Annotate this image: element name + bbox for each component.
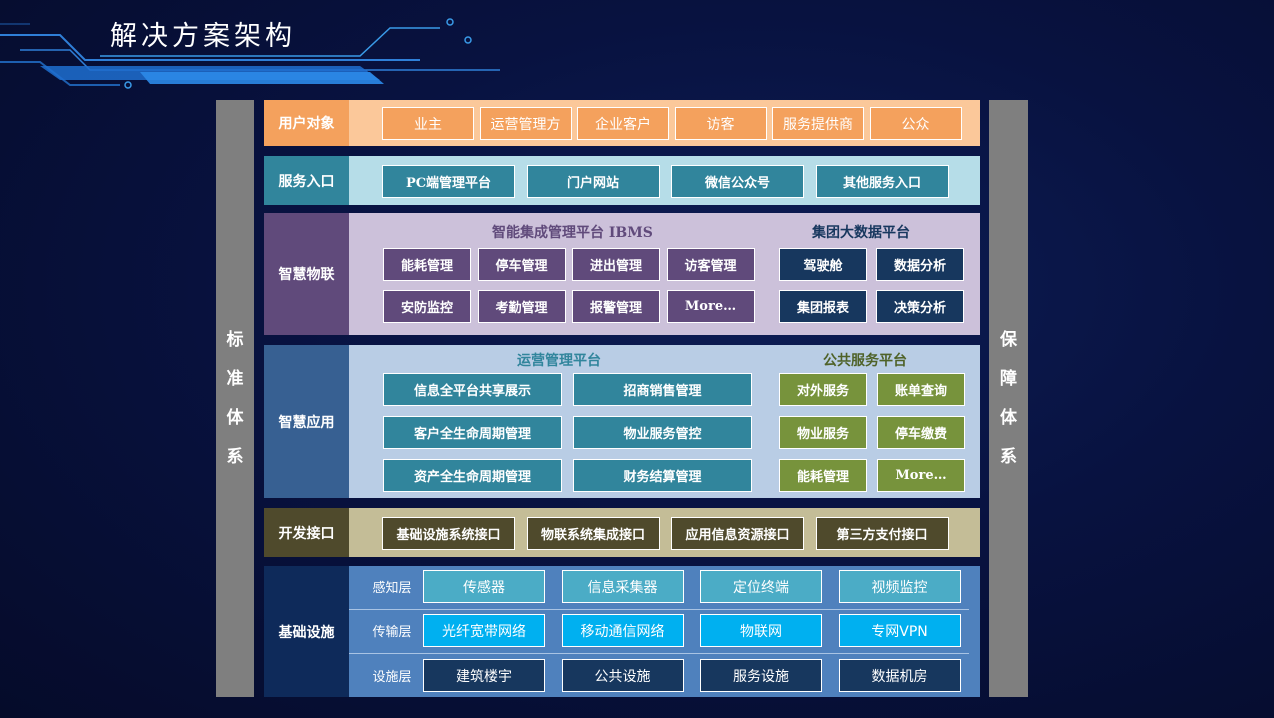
ops-item-box[interactable]: 财务结算管理	[573, 459, 752, 492]
bigdata-item-box[interactable]: 决策分析	[876, 290, 964, 323]
infra-item-box[interactable]: 数据机房	[838, 659, 961, 692]
row-label-app: 智慧应用	[264, 345, 349, 498]
public-item-box[interactable]: More…	[877, 459, 965, 492]
row-label-iot: 智慧物联	[264, 213, 349, 335]
public-item-box[interactable]: 账单查询	[877, 373, 965, 406]
public-item-box[interactable]: 停车缴费	[877, 416, 965, 449]
bigdata-item-box[interactable]: 驾驶舱	[779, 248, 867, 281]
assurance-system-char: 障	[1000, 368, 1017, 389]
ibms-title: 智能集成管理平台 IBMS	[492, 225, 653, 241]
ops-item-box[interactable]: 资产全生命周期管理	[383, 459, 562, 492]
assurance-system-char: 系	[1000, 446, 1017, 467]
ibms-item-box[interactable]: 进出管理	[572, 248, 660, 281]
infra-item-box[interactable]: 定位终端	[700, 570, 822, 603]
infra-item-box[interactable]: 公共设施	[561, 659, 684, 692]
public-item-box[interactable]: 对外服务	[779, 373, 867, 406]
title-decoration	[0, 18, 500, 89]
ops-item-box[interactable]: 招商销售管理	[573, 373, 752, 406]
ibms-item-box[interactable]: 停车管理	[477, 248, 566, 281]
dev-panel: 基础设施系统接口物联系统集成接口应用信息资源接口第三方支付接口	[349, 508, 980, 557]
service-entry-box[interactable]: 门户网站	[526, 165, 660, 198]
user-object-box[interactable]: 服务提供商	[772, 107, 864, 140]
infra-layer-label: 设施层	[372, 670, 412, 685]
infra-item-box[interactable]: 光纤宽带网络	[423, 614, 545, 647]
row-label-entry: 服务入口	[264, 156, 349, 205]
ibms-item-box[interactable]: 考勤管理	[477, 290, 566, 323]
row-label-dev: 开发接口	[264, 508, 349, 557]
user-object-box[interactable]: 企业客户	[577, 107, 669, 140]
service-entry-box[interactable]: 其他服务入口	[815, 165, 949, 198]
ops-item-box[interactable]: 信息全平台共享展示	[383, 373, 562, 406]
public-platform-title: 公共服务平台	[823, 353, 907, 369]
ibms-item-box[interactable]: More…	[666, 290, 755, 323]
user-object-box[interactable]: 公众	[869, 107, 962, 140]
infra-layer-label: 传输层	[372, 625, 412, 640]
standard-system-char: 体	[226, 407, 244, 428]
service-entry-box[interactable]: 微信公众号	[671, 165, 804, 198]
standard-system-column: 标准体系	[216, 100, 254, 697]
user-object-box[interactable]: 运营管理方	[479, 107, 572, 140]
standard-system-char: 系	[226, 446, 244, 467]
infra-item-box[interactable]: 视频监控	[838, 570, 961, 603]
bigdata-title: 集团大数据平台	[812, 225, 910, 241]
dev-interface-box[interactable]: 基础设施系统接口	[382, 517, 515, 550]
ibms-item-box[interactable]: 访客管理	[666, 248, 755, 281]
assurance-system-char: 保	[1000, 329, 1017, 350]
infra-item-box[interactable]: 建筑楼宇	[423, 659, 545, 692]
page-title: 解决方案架构	[110, 21, 296, 52]
ops-item-box[interactable]: 客户全生命周期管理	[383, 416, 562, 449]
ops-platform-title: 运营管理平台	[517, 353, 601, 369]
ibms-item-box[interactable]: 安防监控	[383, 290, 471, 323]
row-label-infra: 基础设施	[264, 566, 349, 697]
dev-interface-box[interactable]: 应用信息资源接口	[671, 517, 804, 550]
bigdata-item-box[interactable]: 集团报表	[779, 290, 867, 323]
app-panel: 运营管理平台信息全平台共享展示招商销售管理客户全生命周期管理物业服务管控资产全生…	[349, 345, 980, 498]
iot-panel: 智能集成管理平台 IBMS 能耗管理停车管理进出管理访客管理安防监控考勤管理报警管…	[349, 213, 980, 335]
public-item-box[interactable]: 能耗管理	[779, 459, 867, 492]
row-label-users: 用户对象	[264, 100, 349, 146]
public-item-box[interactable]: 物业服务	[779, 416, 867, 449]
dev-interface-box[interactable]: 第三方支付接口	[815, 517, 949, 550]
ibms-item-box[interactable]: 报警管理	[572, 290, 660, 323]
ops-item-box[interactable]: 物业服务管控	[573, 416, 752, 449]
users-panel: 业主运营管理方企业客户访客服务提供商公众	[349, 100, 980, 146]
infra-item-box[interactable]: 信息采集器	[561, 570, 684, 603]
ibms-item-box[interactable]: 能耗管理	[383, 248, 471, 281]
user-object-box[interactable]: 业主	[382, 107, 474, 140]
infra-item-box[interactable]: 服务设施	[700, 659, 822, 692]
bigdata-item-box[interactable]: 数据分析	[876, 248, 964, 281]
entry-panel: PC端管理平台门户网站微信公众号其他服务入口	[349, 156, 980, 205]
user-object-box[interactable]: 访客	[674, 107, 767, 140]
layer-divider	[349, 609, 969, 610]
service-entry-box[interactable]: PC端管理平台	[382, 165, 515, 198]
infra-item-box[interactable]: 移动通信网络	[561, 614, 684, 647]
standard-system-char: 准	[226, 368, 244, 389]
infra-panel: 感知层传感器信息采集器定位终端视频监控传输层光纤宽带网络移动通信网络物联网专网V…	[349, 566, 980, 697]
infra-layer-label: 感知层	[372, 581, 412, 596]
dev-interface-box[interactable]: 物联系统集成接口	[526, 517, 660, 550]
layer-divider	[349, 653, 969, 654]
assurance-system-column: 保障体系	[989, 100, 1028, 697]
infra-item-box[interactable]: 专网VPN	[838, 614, 961, 647]
standard-system-char: 标	[226, 329, 244, 350]
infra-item-box[interactable]: 传感器	[423, 570, 545, 603]
infra-item-box[interactable]: 物联网	[700, 614, 822, 647]
assurance-system-char: 体	[1000, 407, 1017, 428]
